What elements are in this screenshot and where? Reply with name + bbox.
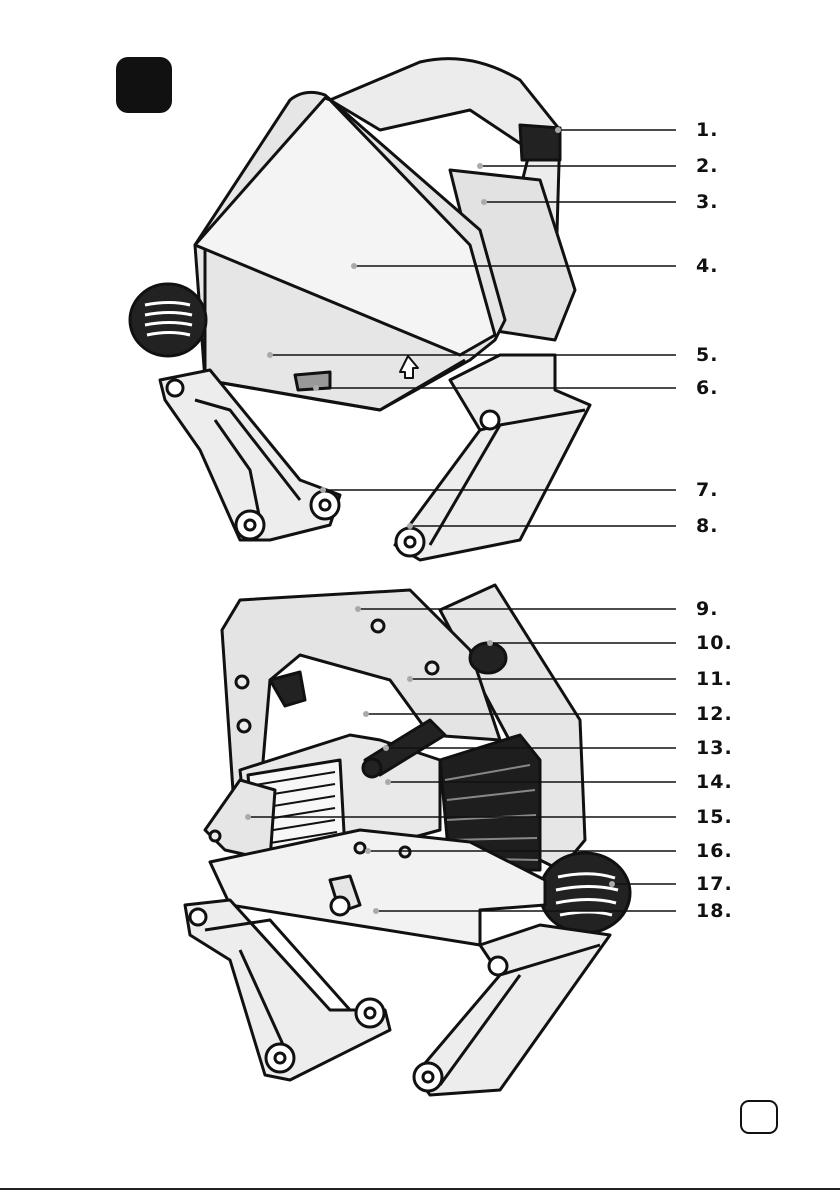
- callout-1: 1.: [696, 120, 718, 140]
- callout-11: 11.: [696, 669, 733, 689]
- callout-18: 18.: [696, 901, 733, 921]
- callout-8: 8.: [696, 516, 718, 536]
- page-number-box: [740, 1100, 778, 1134]
- bottom-trigger: [270, 672, 305, 706]
- callout-3: 3.: [696, 192, 718, 212]
- callout-17: 17.: [696, 874, 733, 894]
- top-knob: [130, 284, 206, 356]
- bottom-nose: [205, 780, 275, 860]
- bottom-large-knob: [540, 853, 630, 933]
- callout-4: 4.: [696, 256, 718, 276]
- callout-2: 2.: [696, 156, 718, 176]
- callout-14: 14.: [696, 772, 733, 792]
- callout-6: 6.: [696, 378, 718, 398]
- callout-12: 12.: [696, 704, 733, 724]
- callout-5: 5.: [696, 345, 718, 365]
- callout-16: 16.: [696, 841, 733, 861]
- callout-10: 10.: [696, 633, 733, 653]
- callout-9: 9.: [696, 599, 718, 619]
- callout-13: 13.: [696, 738, 733, 758]
- top-handle-grip: [520, 125, 560, 160]
- bottom-small-knob: [470, 643, 506, 673]
- bottom-rule: [0, 1188, 840, 1190]
- callout-7: 7.: [696, 480, 718, 500]
- callout-15: 15.: [696, 807, 733, 827]
